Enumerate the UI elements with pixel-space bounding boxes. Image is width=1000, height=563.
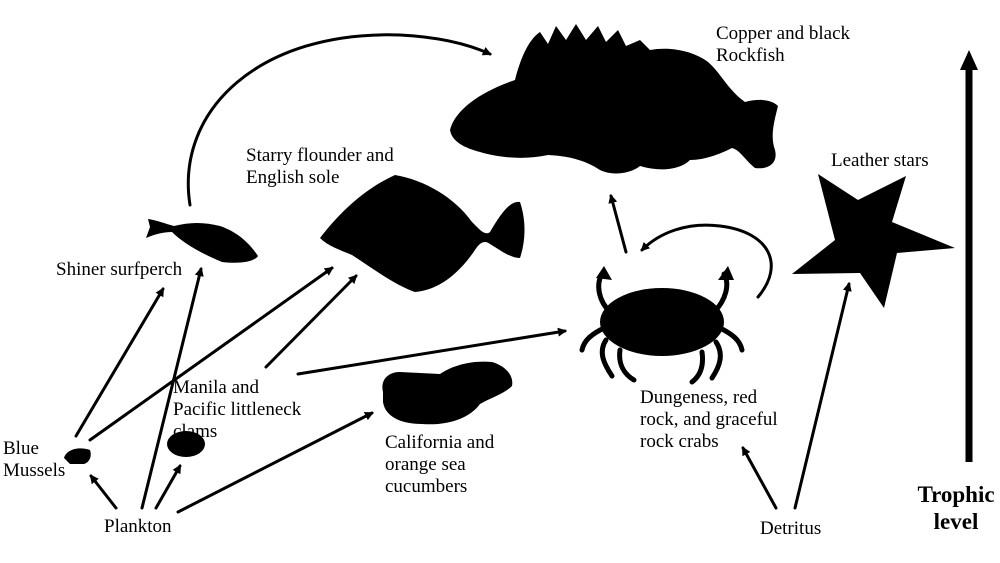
arrow-mussels-to-flounder — [88, 266, 334, 442]
rockfish-silhouette — [450, 24, 778, 174]
arrow-crabs-to-rockfish — [608, 194, 628, 254]
arrow-mussels-to-surfperch — [74, 287, 165, 438]
crab-silhouette — [579, 266, 745, 385]
arrow-plankton-to-clams — [154, 464, 182, 510]
surfperch-silhouette — [146, 219, 258, 263]
arrow-clams-to-flounder — [264, 274, 358, 369]
detritus-label: Detritus — [760, 518, 822, 539]
trophic-level-label: Trophic level — [917, 482, 995, 534]
arrow-plankton-to-mussels — [89, 474, 118, 510]
cucumbers-label: California and orange sea cucumbers — [385, 432, 495, 497]
crabs-label: Dungeness, red rock, and graceful rock c… — [640, 387, 778, 452]
starfish-silhouette — [792, 174, 955, 308]
flounder-label: Starry flounder and English sole — [246, 145, 394, 188]
mussels-label: Blue Mussels — [3, 438, 66, 481]
leatherstars-label: Leather stars — [831, 150, 929, 171]
mussel-silhouette — [64, 448, 91, 464]
arrow-plankton-to-cucumbers — [176, 411, 374, 514]
arrow-surfperch-to-rockfish — [186, 33, 492, 207]
arrow-detritus-to-crabs — [741, 446, 778, 510]
rockfish-label: Copper and black Rockfish — [716, 23, 851, 66]
sea-cucumber-silhouette — [382, 361, 513, 425]
surfperch-label: Shiner surfperch — [56, 259, 183, 280]
clam-silhouette — [167, 431, 205, 457]
arrow-crabs-to-crabs — [640, 223, 773, 299]
arrow-clams-to-crabs — [296, 327, 567, 376]
arrow-plankton-to-surfperch — [140, 267, 204, 510]
up-arrow-icon — [960, 50, 978, 462]
arrow-detritus-to-leatherstars — [793, 282, 852, 510]
flounder-silhouette — [320, 175, 525, 292]
clams-label: Manila and Pacific littleneck clams — [173, 377, 302, 442]
plankton-label: Plankton — [104, 516, 172, 537]
